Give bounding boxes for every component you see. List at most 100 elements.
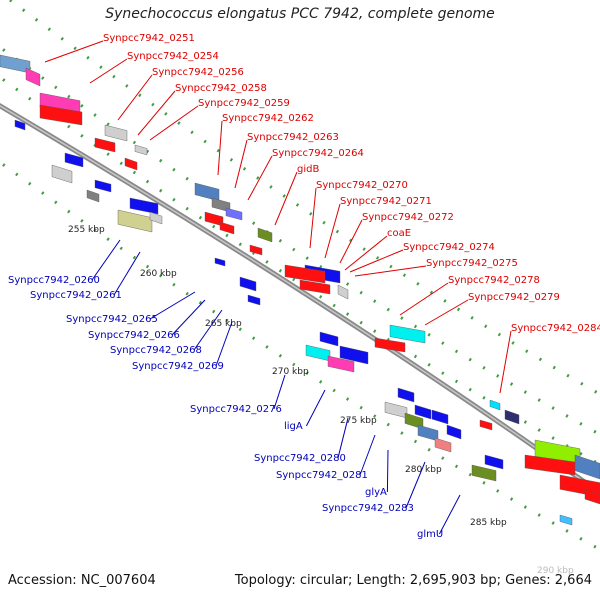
forward-gene-label: gidB — [297, 164, 319, 175]
gene-block — [94, 137, 116, 153]
reverse-gene-label: Synpcc7942_0268 — [110, 345, 202, 356]
reverse-gene-leader — [171, 299, 206, 336]
kbp-tick-label: 280 kbp — [405, 465, 442, 475]
reverse-gene-leader — [438, 494, 461, 535]
gene-block — [337, 284, 349, 300]
gene-block — [471, 464, 497, 482]
forward-gene-label: Synpcc7942_0284 — [511, 323, 600, 334]
gene-block — [384, 401, 408, 419]
forward-gene-leader — [217, 120, 223, 176]
forward-gene-label: Synpcc7942_0272 — [362, 212, 454, 223]
gene-block — [479, 419, 493, 431]
reverse-gene-label: Synpcc7942_0276 — [190, 404, 282, 415]
gene-block — [249, 244, 263, 256]
forward-gene-leader — [354, 265, 427, 277]
accession-label: Accession: NC_007604 — [8, 573, 156, 588]
reverse-gene-label: Synpcc7942_0260 — [8, 275, 100, 286]
forward-gene-label: Synpcc7942_0275 — [426, 258, 518, 269]
forward-gene-leader — [149, 105, 199, 141]
genome-info-label: Topology: circular; Length: 2,695,903 bp… — [234, 573, 592, 588]
kbp-tick-label: 275 kbp — [340, 416, 377, 426]
gene-block — [284, 264, 326, 284]
gene-block — [327, 355, 355, 373]
map-title: Synechococcus elongatus PCC 7942, comple… — [105, 6, 495, 22]
gene-block — [25, 67, 41, 87]
gene-block — [0, 54, 31, 74]
forward-gene-leader — [137, 90, 176, 136]
gene-block — [305, 344, 331, 362]
forward-gene-leader — [117, 74, 153, 121]
reverse-gene-label: Synpcc7942_0261 — [30, 290, 122, 301]
forward-gene-leader — [349, 249, 404, 273]
reverse-gene-label: ligA — [284, 421, 303, 432]
forward-gene-label: Synpcc7942_0274 — [403, 242, 495, 253]
gene-block — [319, 331, 339, 347]
reverse-gene-leader — [149, 291, 196, 320]
forward-gene-leader — [339, 219, 363, 264]
gene-block — [94, 179, 112, 193]
reverse-gene-label: Synpcc7942_0265 — [66, 314, 158, 325]
kbp-tick-label: 255 kbp — [68, 225, 105, 235]
gene-block — [14, 119, 26, 131]
forward-gene-leader — [499, 330, 512, 394]
gene-block — [104, 124, 128, 142]
forward-gene-label: Synpcc7942_0264 — [272, 148, 364, 159]
reverse-gene-label: Synpcc7942_0281 — [276, 470, 368, 481]
gene-block — [389, 324, 426, 344]
forward-gene-leader — [274, 171, 298, 226]
reverse-gene-leader — [386, 449, 389, 493]
forward-gene-label: Synpcc7942_0263 — [247, 132, 339, 143]
forward-gene-label: Synpcc7942_0251 — [103, 33, 195, 44]
gene-block — [524, 454, 576, 476]
forward-gene-label: Synpcc7942_0254 — [127, 51, 219, 62]
gene-block — [214, 257, 226, 267]
gene-block — [134, 144, 148, 156]
gene-block — [446, 424, 462, 440]
gene-block — [484, 454, 504, 470]
kbp-tick-label: 270 kbp — [272, 367, 309, 377]
forward-gene-leader — [399, 282, 449, 316]
reverse-gene-leader — [91, 239, 121, 281]
gene-block — [86, 189, 100, 203]
reverse-gene-label: glyA — [365, 487, 387, 498]
track-guide-0 — [0, 45, 600, 437]
gene-block — [124, 157, 138, 171]
gene-block — [117, 209, 153, 233]
gene-block — [299, 279, 331, 295]
reverse-gene-label: Synpcc7942_0283 — [322, 503, 414, 514]
forward-gene-label: Synpcc7942_0279 — [468, 292, 560, 303]
gene-block — [149, 211, 163, 225]
forward-gene-leader — [89, 58, 128, 84]
forward-gene-label: Synpcc7942_0258 — [175, 83, 267, 94]
reverse-gene-leader — [113, 251, 141, 296]
forward-gene-label: Synpcc7942_0278 — [448, 275, 540, 286]
gene-block — [247, 294, 261, 306]
forward-gene-leader — [344, 235, 388, 271]
gene-block — [504, 409, 520, 425]
gene-block — [574, 454, 600, 480]
gene-block — [414, 404, 432, 420]
gene-block — [257, 227, 273, 243]
gene-block — [584, 489, 600, 505]
forward-gene-leader — [44, 40, 104, 63]
gene-block — [225, 207, 243, 221]
forward-gene-leader — [234, 139, 248, 189]
track-guide-1 — [0, 160, 600, 552]
gene-block — [239, 276, 257, 292]
forward-gene-leader — [424, 299, 469, 326]
reverse-gene-leader — [305, 389, 326, 427]
gene-block — [339, 345, 369, 365]
gene-block — [434, 437, 452, 453]
reverse-gene-leader — [337, 417, 349, 459]
reverse-gene-label: Synpcc7942_0280 — [254, 453, 346, 464]
kbp-tick-label: 290 kbp — [537, 566, 574, 576]
gene-block — [194, 182, 220, 202]
forward-gene-leader — [309, 187, 317, 249]
kbp-tick-label: 285 kbp — [470, 518, 507, 528]
forward-gene-label: Synpcc7942_0256 — [152, 67, 244, 78]
forward-gene-label: Synpcc7942_0259 — [198, 98, 290, 109]
backbone-highlight — [0, 105, 600, 494]
kbp-tick-label: 265 kbp — [205, 319, 242, 329]
forward-gene-label: coaE — [387, 228, 411, 239]
reverse-gene-label: glmU — [417, 529, 443, 540]
